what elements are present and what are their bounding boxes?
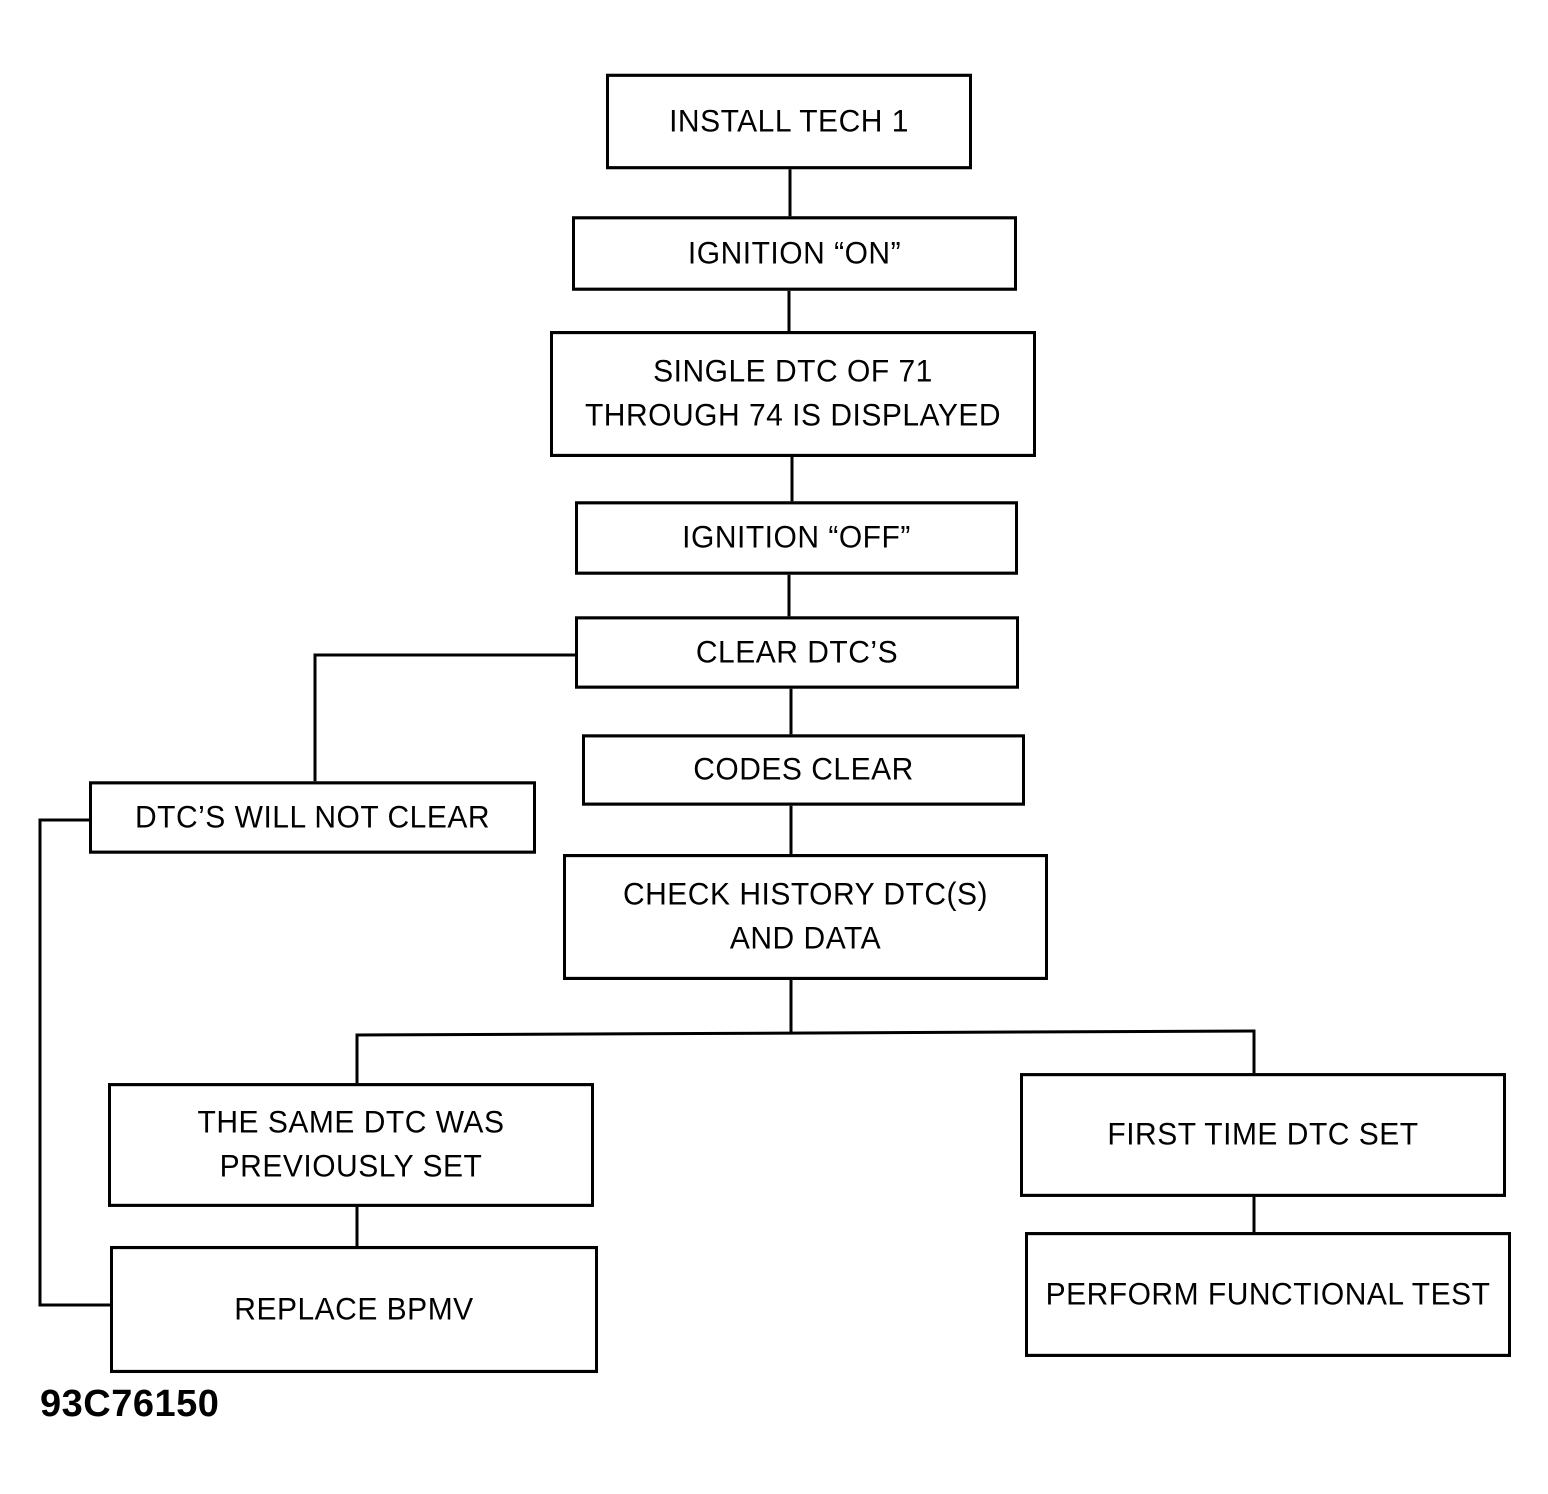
node-clear-dtcs-line-1: CLEAR DTC’S bbox=[695, 634, 899, 670]
node-replace-bpmv-line-1: REPLACE BPMV bbox=[234, 1291, 474, 1327]
node-ignition-off: IGNITION “OFF” bbox=[575, 501, 1018, 575]
node-install-tech-line-1: INSTALL TECH 1 bbox=[669, 103, 909, 139]
node-install-tech: INSTALL TECH 1 bbox=[606, 73, 972, 170]
node-ignition-on: IGNITION “ON” bbox=[572, 216, 1017, 291]
node-replace-bpmv: REPLACE BPMV bbox=[110, 1245, 598, 1374]
node-first-time: FIRST TIME DTC SET bbox=[1020, 1073, 1506, 1197]
figure-id: 93C76150 bbox=[40, 1383, 220, 1425]
node-check-history-line-2: AND DATA bbox=[729, 921, 882, 956]
node-ignition-off-line-1: IGNITION “OFF” bbox=[682, 520, 911, 555]
node-codes-clear: CODES CLEAR bbox=[582, 734, 1025, 806]
node-codes-clear-line-1: CODES CLEAR bbox=[693, 752, 914, 787]
node-single-dtc: SINGLE DTC OF 71 THROUGH 74 IS DISPLAYED bbox=[550, 331, 1036, 457]
node-clear-dtcs: CLEAR DTC’S bbox=[575, 616, 1019, 689]
edge-check-history-branch-bar bbox=[355, 1029, 1256, 1037]
node-same-dtc-line-2: PREVIOUSLY SET bbox=[219, 1149, 483, 1184]
node-functional-test-line-1: PERFORM FUNCTIONAL TEST bbox=[1045, 1276, 1491, 1312]
node-functional-test: PERFORM FUNCTIONAL TEST bbox=[1025, 1232, 1511, 1357]
node-check-history: CHECK HISTORY DTC(S) AND DATA bbox=[563, 854, 1048, 980]
node-will-not-clear-line-1: DTC’S WILL NOT CLEAR bbox=[134, 799, 491, 835]
node-first-time-line-1: FIRST TIME DTC SET bbox=[1107, 1117, 1419, 1152]
node-same-dtc-line-1: THE SAME DTC WAS bbox=[197, 1105, 505, 1140]
node-check-history-line-1: CHECK HISTORY DTC(S) bbox=[622, 877, 989, 912]
node-single-dtc-line-1: SINGLE DTC OF 71 bbox=[653, 354, 933, 389]
node-single-dtc-line-2: THROUGH 74 IS DISPLAYED bbox=[584, 398, 1002, 433]
node-will-not-clear: DTC’S WILL NOT CLEAR bbox=[89, 781, 536, 854]
node-ignition-on-line-1: IGNITION “ON” bbox=[687, 235, 902, 271]
node-same-dtc: THE SAME DTC WAS PREVIOUSLY SET bbox=[108, 1083, 594, 1207]
